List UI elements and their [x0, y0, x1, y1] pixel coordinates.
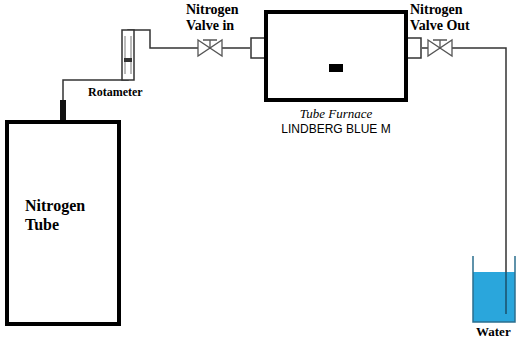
furnace-model: LINDBERG BLUE M: [250, 122, 422, 136]
valve-out-symbol: [428, 40, 452, 56]
furnace-body: [250, 8, 422, 104]
gas-cylinder: Nitrogen Tube: [5, 120, 121, 326]
rotameter-tube: [122, 30, 134, 80]
furnace-box: [266, 12, 406, 100]
outlet-pipe-submerged: [505, 272, 507, 314]
rotameter-scale: [131, 36, 132, 74]
valve-label: Nitrogen Valve Out: [410, 2, 490, 34]
valve-label: Nitrogen Valve in: [186, 2, 266, 34]
gas-pipe: [63, 30, 250, 120]
tube-furnace: Tube FurnaceLINDBERG BLUE M: [250, 8, 422, 136]
furnace-label: Tube Furnace: [250, 106, 422, 122]
beaker: [473, 256, 515, 322]
water-fill: [473, 272, 515, 322]
water-label: Water: [476, 325, 522, 340]
rotameter-label: Rotameter: [88, 86, 168, 100]
furnace-element: [329, 64, 343, 72]
rotameter-scale: [125, 36, 126, 74]
cylinder-outlet: [60, 100, 66, 121]
valve-in-symbol: [198, 40, 222, 56]
rotameter-float: [124, 58, 132, 62]
cylinder-label: Nitrogen Tube: [25, 196, 107, 234]
